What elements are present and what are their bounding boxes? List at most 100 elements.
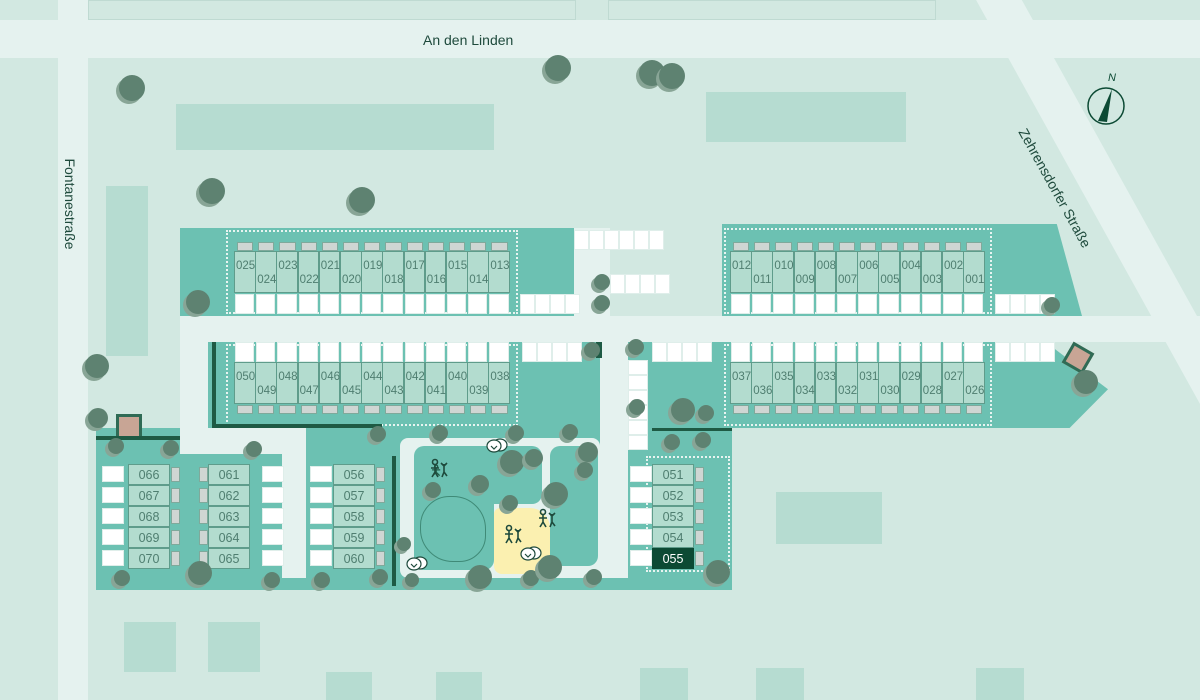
unit-013[interactable]: 013 xyxy=(488,251,511,293)
bench-meeting-icon[interactable] xyxy=(486,438,508,454)
unit-032[interactable]: 032 xyxy=(836,362,858,404)
unit-012[interactable]: 012 xyxy=(730,251,752,293)
parking-space xyxy=(298,342,318,362)
unit-064[interactable]: 064 xyxy=(208,527,250,548)
unit-036[interactable]: 036 xyxy=(751,362,773,404)
unit-034[interactable]: 034 xyxy=(793,362,816,404)
tree-icon xyxy=(186,290,210,314)
unit-060[interactable]: 060 xyxy=(333,548,375,569)
road-south-branch xyxy=(282,454,306,578)
tree-icon xyxy=(119,75,145,101)
unit-041[interactable]: 041 xyxy=(424,362,447,404)
tree-icon xyxy=(88,408,108,428)
unit-065[interactable]: 065 xyxy=(208,548,250,569)
unit-061[interactable]: 061 xyxy=(208,464,250,485)
unit-031[interactable]: 031 xyxy=(857,362,879,404)
unit-044[interactable]: 044 xyxy=(361,362,383,404)
unit-terrace xyxy=(881,405,898,414)
unit-042[interactable]: 042 xyxy=(403,362,426,404)
unit-027[interactable]: 027 xyxy=(942,362,964,404)
unit-050[interactable]: 050 xyxy=(234,362,256,404)
unit-053[interactable]: 053 xyxy=(652,506,694,527)
compass-icon: N xyxy=(1086,72,1126,128)
unit-025[interactable]: 025 xyxy=(234,251,256,293)
unit-043[interactable]: 043 xyxy=(382,362,405,404)
unit-023[interactable]: 023 xyxy=(276,251,299,293)
unit-011[interactable]: 011 xyxy=(751,251,773,293)
unit-008[interactable]: 008 xyxy=(814,251,837,293)
unit-020[interactable]: 020 xyxy=(340,251,362,293)
unit-007[interactable]: 007 xyxy=(836,251,858,293)
unit-terrace xyxy=(364,405,381,414)
unit-terrace xyxy=(839,405,856,414)
unit-003[interactable]: 003 xyxy=(920,251,943,293)
unit-004[interactable]: 004 xyxy=(899,251,922,293)
unit-018[interactable]: 018 xyxy=(382,251,405,293)
unit-029[interactable]: 029 xyxy=(899,362,922,404)
parking-space xyxy=(752,342,772,362)
unit-terrace xyxy=(470,242,487,251)
unit-069[interactable]: 069 xyxy=(128,527,170,548)
unit-015[interactable]: 015 xyxy=(446,251,468,293)
unit-046[interactable]: 046 xyxy=(318,362,341,404)
unit-047[interactable]: 047 xyxy=(297,362,320,404)
unit-028[interactable]: 028 xyxy=(920,362,943,404)
playground-icon[interactable] xyxy=(536,508,560,530)
unit-040[interactable]: 040 xyxy=(446,362,468,404)
unit-059[interactable]: 059 xyxy=(333,527,375,548)
unit-054[interactable]: 054 xyxy=(652,527,694,548)
unit-label: 043 xyxy=(384,385,404,397)
unit-014[interactable]: 014 xyxy=(467,251,489,293)
unit-039[interactable]: 039 xyxy=(467,362,489,404)
unit-052[interactable]: 052 xyxy=(652,485,694,506)
unit-006[interactable]: 006 xyxy=(857,251,879,293)
unit-009[interactable]: 009 xyxy=(793,251,816,293)
unit-051[interactable]: 051 xyxy=(652,464,694,485)
unit-070[interactable]: 070 xyxy=(128,548,170,569)
parking-space xyxy=(1010,342,1025,362)
playground-icon[interactable] xyxy=(502,524,526,546)
unit-033[interactable]: 033 xyxy=(814,362,837,404)
unit-035[interactable]: 035 xyxy=(772,362,795,404)
unit-030[interactable]: 030 xyxy=(878,362,901,404)
unit-002[interactable]: 002 xyxy=(942,251,964,293)
unit-068[interactable]: 068 xyxy=(128,506,170,527)
unit-label: 048 xyxy=(278,371,298,383)
unit-058[interactable]: 058 xyxy=(333,506,375,527)
unit-045[interactable]: 045 xyxy=(340,362,362,404)
playground-icon[interactable] xyxy=(428,458,452,480)
unit-067[interactable]: 067 xyxy=(128,485,170,506)
unit-005[interactable]: 005 xyxy=(878,251,901,293)
unit-056[interactable]: 056 xyxy=(333,464,375,485)
parking-space xyxy=(630,529,652,545)
bench-meeting-icon[interactable] xyxy=(520,546,542,562)
unit-063[interactable]: 063 xyxy=(208,506,250,527)
unit-026[interactable]: 026 xyxy=(963,362,985,404)
unit-057[interactable]: 057 xyxy=(333,485,375,506)
unit-022[interactable]: 022 xyxy=(297,251,320,293)
unit-055[interactable]: 055 xyxy=(652,548,694,569)
parking-space xyxy=(565,294,580,314)
unit-037[interactable]: 037 xyxy=(730,362,752,404)
parking-space xyxy=(552,342,567,362)
unit-038[interactable]: 038 xyxy=(488,362,511,404)
tree-icon xyxy=(577,462,593,478)
unit-001[interactable]: 001 xyxy=(963,251,985,293)
unit-048[interactable]: 048 xyxy=(276,362,299,404)
tree-icon xyxy=(246,441,262,457)
bench-meeting-icon[interactable] xyxy=(406,556,428,572)
unit-016[interactable]: 016 xyxy=(424,251,447,293)
unit-019[interactable]: 019 xyxy=(361,251,383,293)
unit-024[interactable]: 024 xyxy=(255,251,277,293)
street-label-fontanestrasse: Fontanestraße xyxy=(62,158,78,250)
unit-021[interactable]: 021 xyxy=(318,251,341,293)
parking-space xyxy=(649,230,664,250)
parking-space xyxy=(341,294,361,314)
unit-062[interactable]: 062 xyxy=(208,485,250,506)
unit-017[interactable]: 017 xyxy=(403,251,426,293)
unit-049[interactable]: 049 xyxy=(255,362,277,404)
unit-066[interactable]: 066 xyxy=(128,464,170,485)
unit-010[interactable]: 010 xyxy=(772,251,795,293)
unit-terrace xyxy=(839,242,856,251)
parking-space xyxy=(383,342,403,362)
